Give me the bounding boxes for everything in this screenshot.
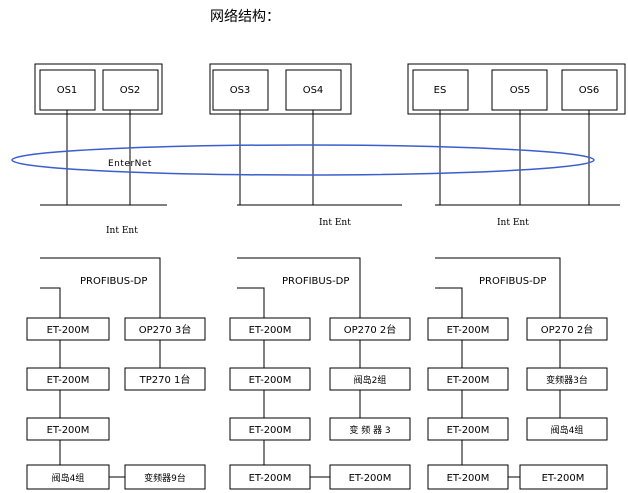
node-s1-l4-label: 阀岛4组 <box>52 472 85 484</box>
node-s1-l3-label: ET-200M <box>47 425 90 436</box>
subnet-label-2: Int Ent <box>319 218 351 228</box>
node-s1-r2[interactable] <box>124 367 206 391</box>
node-s2-r3-label: 变 频 器 3 <box>349 424 390 436</box>
node-s1-l1[interactable] <box>26 317 110 341</box>
profibus-label-1: PROFIBUS-DP <box>80 276 147 287</box>
node-s3-r4[interactable] <box>519 464 608 490</box>
station-es-label: ES <box>434 85 447 96</box>
station-os2-label: OS2 <box>120 85 141 96</box>
node-s2-r3[interactable] <box>329 417 411 441</box>
node-s2-l2-label: ET-200M <box>249 375 292 386</box>
diagram-title: 网络结构： <box>210 9 280 25</box>
node-s3-l2[interactable] <box>427 367 509 391</box>
station-es[interactable] <box>412 69 469 111</box>
node-s1-r1[interactable] <box>124 317 206 341</box>
subnet-label-3: Int Ent <box>497 218 529 228</box>
node-s2-l3-label: ET-200M <box>249 425 292 436</box>
node-s1-l2-label: ET-200M <box>47 375 90 386</box>
node-s2-l4-label: ET-200M <box>249 473 292 484</box>
station-os4[interactable] <box>285 69 342 111</box>
node-s3-r4-label: ET-200M <box>542 473 585 484</box>
station-os1-label: OS1 <box>57 85 78 96</box>
profibus-section-1: PROFIBUS-DP ET-200M ET-200M ET-200M 阀岛4组… <box>26 257 206 490</box>
node-s2-r2[interactable] <box>329 367 411 391</box>
node-s2-l2[interactable] <box>229 367 311 391</box>
node-s2-l4[interactable] <box>229 464 311 490</box>
node-s3-l3-label: ET-200M <box>447 425 490 436</box>
station-os6-label: OS6 <box>579 85 600 96</box>
node-s2-r4-label: ET-200M <box>349 473 392 484</box>
station-os2[interactable] <box>102 69 159 111</box>
node-s3-l3[interactable] <box>427 417 509 441</box>
node-s2-r2-label: 阀岛2组 <box>354 374 387 386</box>
node-s1-l1-label: ET-200M <box>47 325 90 336</box>
node-s1-r2-label: TP270 1台 <box>139 373 191 386</box>
station-os6[interactable] <box>561 69 618 111</box>
station-os1[interactable] <box>39 69 96 111</box>
node-s3-r2[interactable] <box>526 367 608 391</box>
node-s3-r1-label: OP270 2台 <box>541 323 594 336</box>
profibus-label-2: PROFIBUS-DP <box>282 276 349 287</box>
profibus-section-2: PROFIBUS-DP ET-200M ET-200M ET-200M ET-2… <box>229 257 411 490</box>
subnet-label-1: Int Ent <box>106 226 138 236</box>
node-s3-l4-label: ET-200M <box>447 473 490 484</box>
node-s2-l1[interactable] <box>229 317 311 341</box>
node-s3-l1[interactable] <box>427 317 509 341</box>
node-s2-r1-label: OP270 2台 <box>344 323 397 336</box>
profibus-section-3: PROFIBUS-DP ET-200M ET-200M ET-200M ET-2… <box>427 257 608 490</box>
node-s2-l1-label: ET-200M <box>249 325 292 336</box>
ethernet-label: EnterNet <box>108 159 152 169</box>
ethernet-ring <box>11 144 595 176</box>
node-s3-l2-label: ET-200M <box>447 375 490 386</box>
node-s3-l1-label: ET-200M <box>447 325 490 336</box>
node-s3-r2-label: 变频器3台 <box>546 374 588 386</box>
node-s3-r3[interactable] <box>526 417 608 441</box>
station-os5-label: OS5 <box>510 85 531 96</box>
node-s3-r3-label: 阀岛4组 <box>551 424 584 436</box>
node-s1-r4[interactable] <box>124 464 206 490</box>
station-os3-label: OS3 <box>230 85 251 96</box>
station-drop-lines <box>66 110 590 205</box>
node-s1-l3[interactable] <box>26 417 110 441</box>
station-os4-label: OS4 <box>303 85 324 96</box>
node-s3-r1[interactable] <box>526 317 608 341</box>
profibus-label-3: PROFIBUS-DP <box>479 276 546 287</box>
node-s2-r4[interactable] <box>329 464 411 490</box>
node-s1-r4-label: 变频器9台 <box>144 472 186 484</box>
node-s2-l3[interactable] <box>229 417 311 441</box>
node-s1-r1-label: OP270 3台 <box>139 323 192 336</box>
node-s3-l4[interactable] <box>427 464 509 490</box>
node-s2-r1[interactable] <box>329 317 411 341</box>
node-s1-l2[interactable] <box>26 367 110 391</box>
